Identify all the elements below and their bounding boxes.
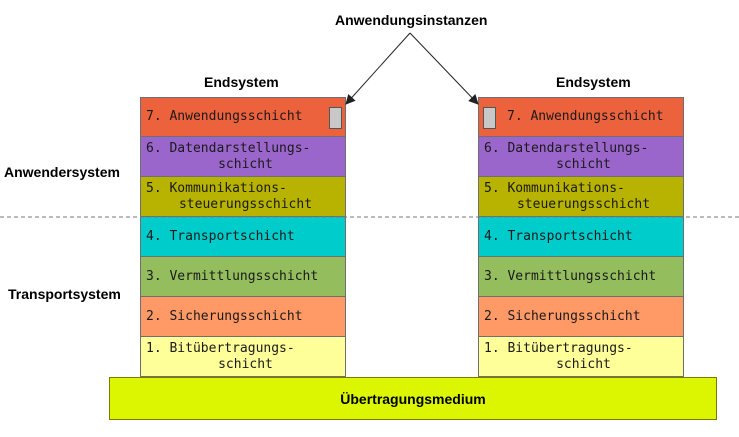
instance-box-right [483, 107, 496, 129]
layer-5-right: 5. Kommunikations-steuerungsschicht [478, 176, 684, 217]
layer-label: 1. Bitübertragungs- [146, 340, 295, 356]
layer-1-left: 1. Bitübertragungs-schicht [140, 336, 346, 377]
layer-label: 3. Vermittlungsschicht [484, 268, 657, 284]
layer-label-line2: steuerungsschicht [516, 196, 651, 212]
arrow-to-right-instance [409, 32, 479, 105]
instance-box-left [329, 107, 342, 129]
layer-label: 5. Kommunikations- [146, 180, 287, 196]
layer-label: 5. Kommunikations- [484, 180, 625, 196]
layer-6-left: 6. Datendarstellungs-schicht [140, 136, 346, 177]
layer-label: 4. Transportschicht [146, 228, 295, 244]
layer-label-line2: steuerungsschicht [178, 196, 313, 212]
endsystem-label-left: Endsystem [204, 74, 279, 90]
layer-7-left: 7. Anwendungsschicht [140, 97, 346, 137]
layer-2-left: 2. Sicherungsschicht [140, 296, 346, 337]
side-label-anwendersystem: Anwendersystem [4, 164, 120, 180]
medium-label: Übertragungsmedium [340, 390, 486, 407]
layer-label: 1. Bitübertragungs- [484, 340, 633, 356]
layer-label-line2: schicht [556, 356, 611, 372]
layer-4-right: 4. Transportschicht [478, 216, 684, 257]
layer-label: 2. Sicherungsschicht [146, 308, 303, 324]
layer-3-left: 3. Vermittlungsschicht [140, 256, 346, 297]
layer-label: 6. Datendarstellungs- [146, 140, 311, 156]
title-anwendungsinstanzen: Anwendungsinstanzen [335, 12, 488, 28]
layer-6-right: 6. Datendarstellungs-schicht [478, 136, 684, 177]
layer-label: 7. Anwendungsschicht [146, 109, 303, 124]
medium-bar: Übertragungsmedium [109, 377, 717, 420]
arrow-to-left-instance [345, 32, 411, 105]
layer-2-right: 2. Sicherungsschicht [478, 296, 684, 337]
layer-label: 2. Sicherungsschicht [484, 308, 641, 324]
layer-label: 4. Transportschicht [484, 228, 633, 244]
layer-label-line2: schicht [218, 156, 273, 172]
layer-7-right: 7. Anwendungsschicht [478, 97, 684, 137]
endsystem-label-right: Endsystem [556, 74, 631, 90]
layer-label: 6. Datendarstellungs- [484, 140, 649, 156]
side-label-transportsystem: Transportsystem [8, 286, 121, 302]
layer-stack-right: 7. Anwendungsschicht 6. Datendarstellung… [478, 97, 684, 377]
layer-label: 7. Anwendungsschicht [507, 109, 664, 124]
layer-label-line2: schicht [218, 356, 273, 372]
layer-stack-left: 7. Anwendungsschicht 6. Datendarstellung… [140, 97, 346, 377]
layer-label-line2: schicht [556, 156, 611, 172]
layer-label: 3. Vermittlungsschicht [146, 268, 319, 284]
layer-3-right: 3. Vermittlungsschicht [478, 256, 684, 297]
layer-1-right: 1. Bitübertragungs-schicht [478, 336, 684, 377]
